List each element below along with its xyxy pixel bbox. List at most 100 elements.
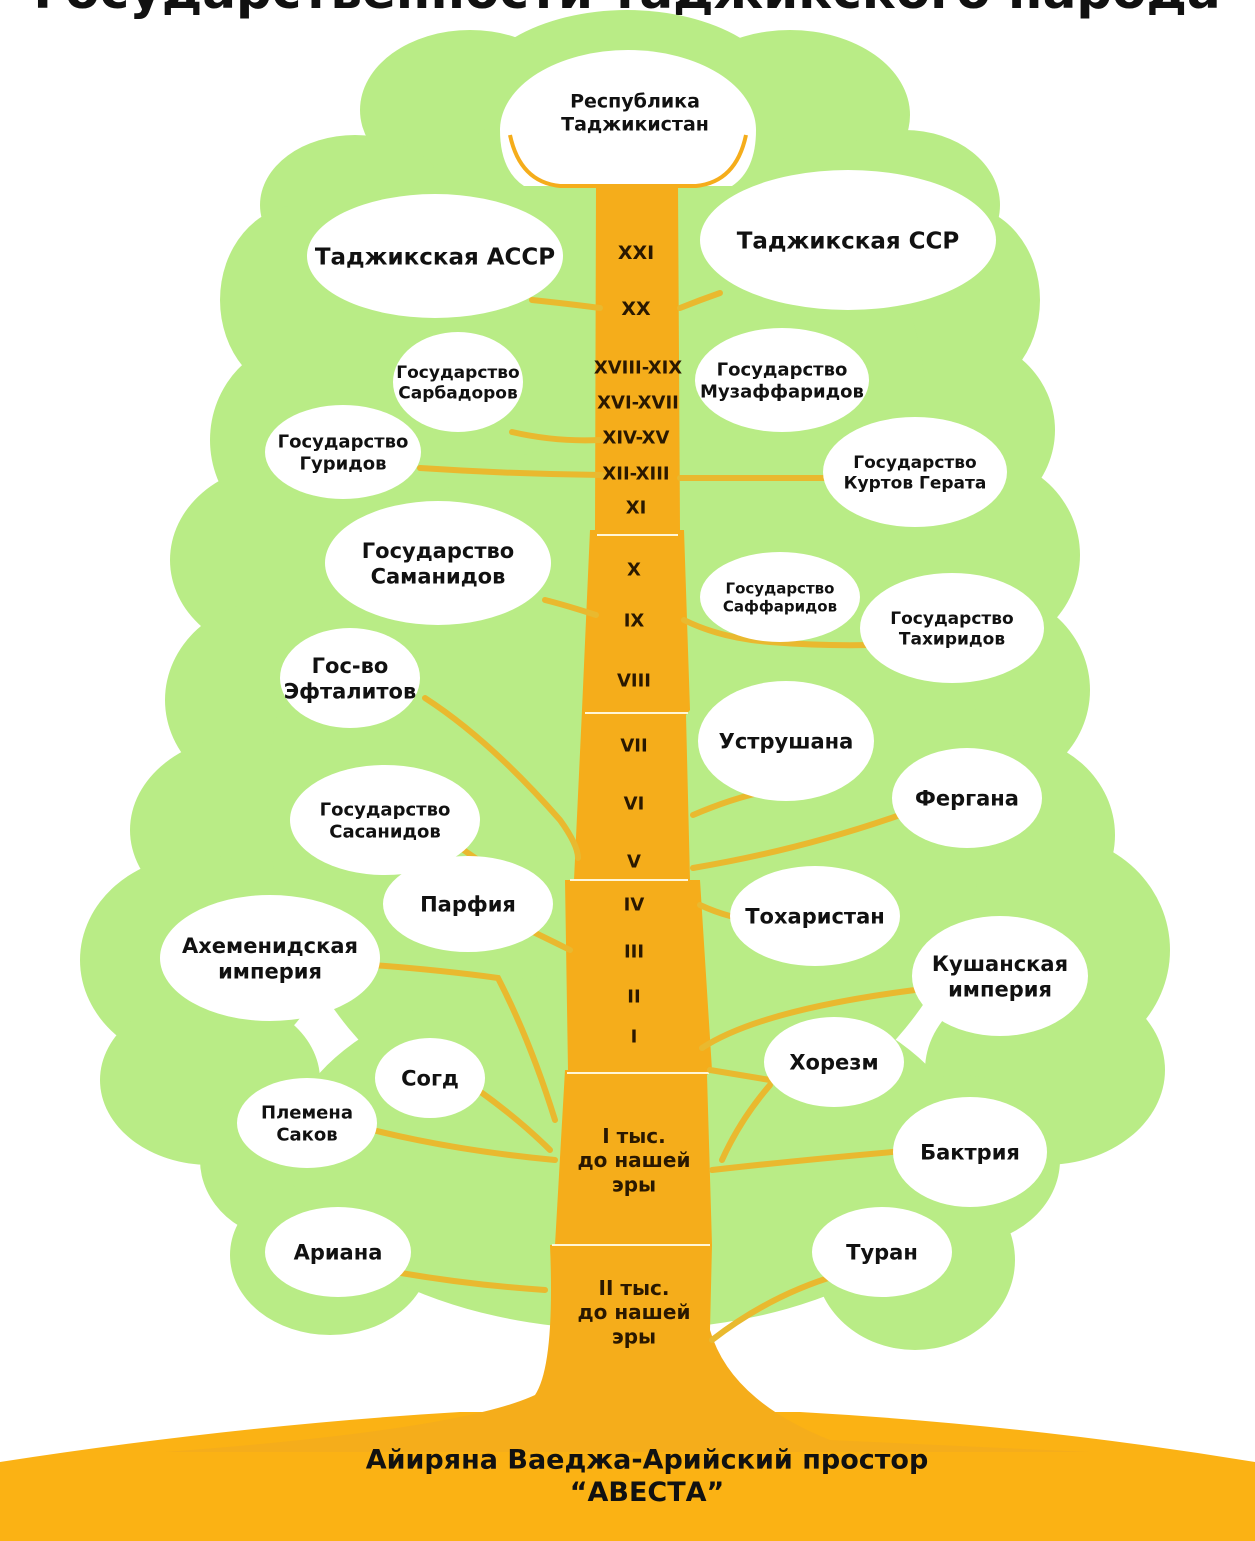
era-label-line: IX [624,610,645,631]
state-oval-left [375,1038,485,1118]
state-label-left-line: Государство [320,800,451,821]
tree-trunk [165,186,1090,1452]
branch-line [422,695,581,861]
state-oval-right [893,1097,1047,1207]
state-label-left-line: Парфия [420,893,516,917]
era-label-line: до нашей [578,1300,691,1324]
state-oval-left [280,628,420,728]
state-oval-left [265,1207,411,1297]
top-state-oval [500,50,756,186]
era-label-line: до нашей [578,1148,691,1172]
era-label-line: I [631,1026,638,1047]
state-label-left-line: империя [218,959,322,983]
state-label-left-line: Государство [278,432,409,453]
era-label-line: I тыс. [602,1124,666,1148]
era-label-line: VIII [617,670,651,691]
era-label-line: XII-XIII [602,463,669,484]
state-label-left-line: Племена [261,1103,353,1124]
state-label-right-line: Хорезм [789,1051,878,1075]
era-label-line: VI [624,793,645,814]
state-oval-left [237,1078,377,1168]
state-oval-right [912,916,1088,1036]
state-oval-left [325,501,551,625]
branch-line [529,297,603,311]
era-label-line: XXI [618,242,654,264]
state-label-right-line: Таджикская ССР [737,228,960,254]
state-oval-right [823,417,1007,527]
branch-line [699,987,918,1051]
branch-line [362,1125,558,1163]
state-label-left-line: Ахеменидская [182,934,358,958]
era-label-line: XX [621,298,651,320]
era-label-line: III [624,941,644,962]
state-oval-right [700,170,996,310]
root-caption-line: “АВЕСТА” [570,1477,725,1508]
state-label-left-line: Саманидов [371,564,506,588]
state-oval-left [393,332,523,432]
branch-line [690,812,903,871]
state-label-left-line: Гуридов [300,453,387,474]
era-label-line: эры [612,1325,656,1349]
root-caption-line: Айиряна Ваеджа-Арийский простор [366,1444,929,1475]
state-oval-right [892,748,1042,848]
state-label-left-line: Эфталитов [284,679,417,703]
state-label-right-line: Бактрия [920,1141,1020,1165]
top-state-label-line: Таджикистан [561,113,709,135]
state-oval-left [307,194,563,318]
branch-line [707,1067,773,1083]
top-state-label-line: Республика [570,90,700,112]
state-oval-right [860,573,1044,683]
branch-line [697,902,733,919]
state-label-left-line: Государство [362,539,514,563]
era-label-line: X [627,559,641,580]
era-label-line: II [627,986,640,1007]
branch-line [709,1147,918,1173]
branch-line [392,1269,548,1293]
branch-line [681,617,873,649]
state-oval-right [700,552,860,642]
state-label-left-line: Гос-во [312,654,389,678]
state-label-left-line: Ариана [294,1241,383,1265]
state-label-left-line: Сасанидов [329,821,441,842]
era-label-line: XVI-XVII [597,392,679,413]
state-oval-right [695,328,869,432]
state-label-right-line: Государство [890,609,1013,629]
state-label-left-line: Сарбадоров [398,383,518,403]
branch-line [719,1082,773,1163]
state-label-right-line: Кушанская [932,952,1068,976]
era-label-line: IV [624,894,645,915]
top-state-rim [508,134,748,188]
branch-line [542,597,599,618]
era-label-line: V [627,851,641,872]
state-oval-left [290,765,480,875]
state-label-left-line: Таджикская АССР [315,244,555,270]
era-label-line: XVIII-XIX [594,357,682,378]
branch-line [509,429,603,444]
state-label-right-line: Фергана [915,787,1019,811]
state-oval-right [812,1207,952,1297]
era-label-line: эры [612,1173,656,1197]
state-label-right-line: Тахиридов [899,629,1005,649]
state-oval-left [383,856,553,952]
era-label-line: II тыс. [599,1276,670,1300]
state-oval-left [160,895,380,1021]
era-label-line: XI [626,497,647,518]
branch-line [475,1087,553,1153]
state-label-right-line: Тохаристан [745,905,885,929]
branch-line [417,465,605,478]
state-label-left-line: Саков [276,1124,337,1145]
state-oval-right [730,866,900,966]
state-label-left-line: Согд [401,1067,459,1091]
branch-line [709,1272,841,1343]
state-label-right-line: Государство [726,579,835,597]
state-label-right-line: Туран [846,1241,918,1265]
state-oval-right [764,1017,904,1107]
era-label-line: XIV-XV [602,427,669,448]
state-label-right-line: Государство [853,453,976,473]
state-label-right-line: Куртов Герата [844,473,987,493]
state-label-right-line: Уструшана [719,730,854,754]
state-label-right-line: Государство [717,360,848,381]
state-oval-right [698,681,874,801]
branch-line [369,962,558,1123]
